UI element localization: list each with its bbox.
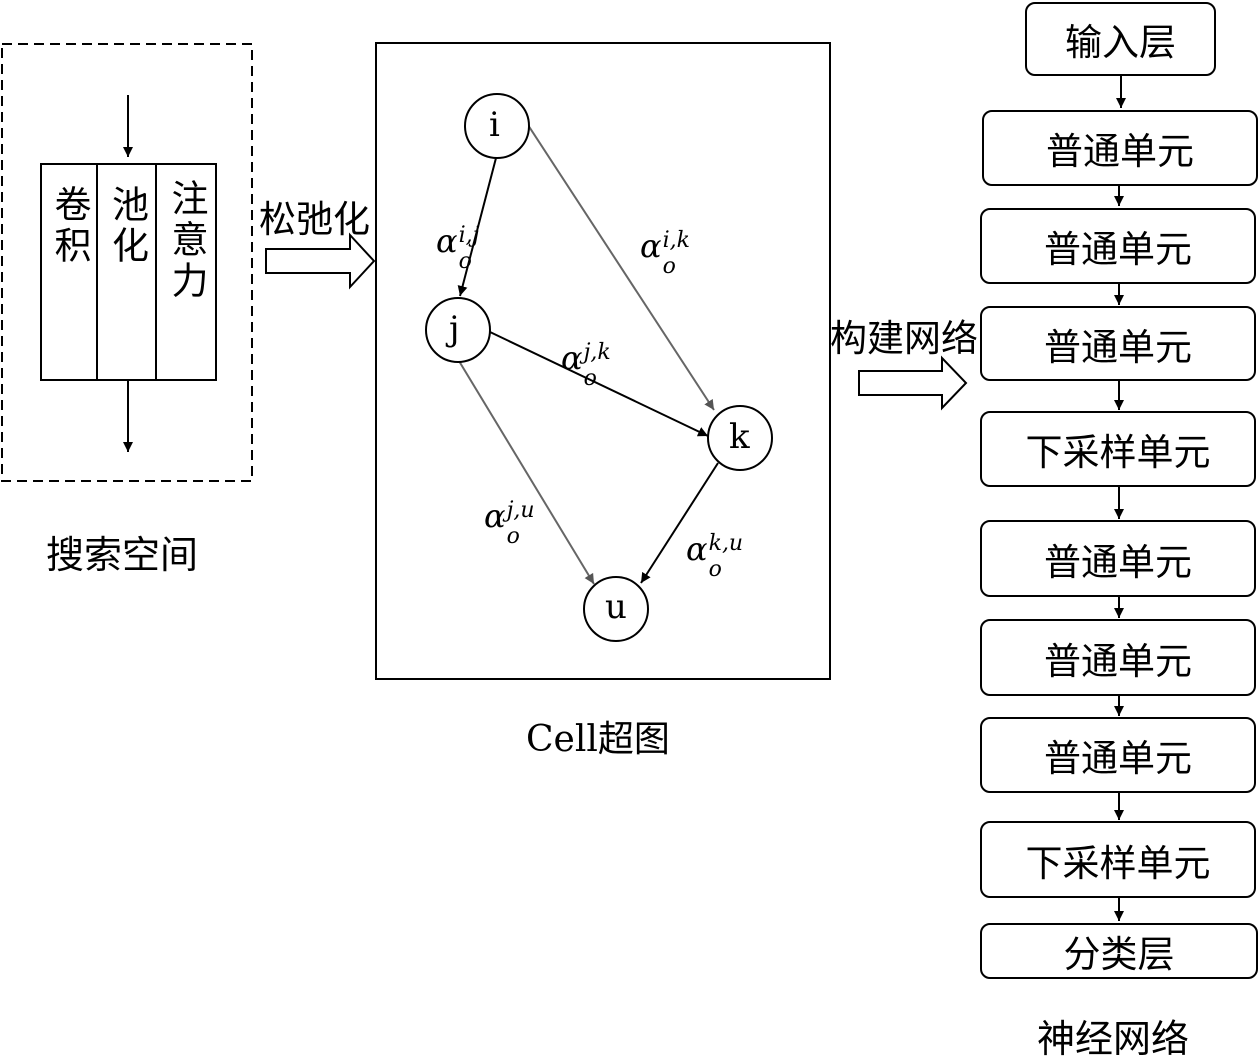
search-space-box: [1, 43, 253, 482]
edge-weight-k-u: α k,u o: [686, 530, 744, 582]
search-space-caption: 搜索空间: [46, 533, 199, 577]
op-label: 注意力: [165, 179, 208, 302]
node-i: [464, 93, 530, 159]
node-j: [425, 297, 491, 363]
layer-input: 输入层: [1025, 2, 1216, 76]
edge-weight-j-k: α j,k o: [561, 339, 611, 391]
op-attention: 注意力: [157, 163, 217, 381]
edge-i-j: [457, 157, 497, 297]
layer-classifier: 分类层: [980, 923, 1258, 979]
edge-i-k: [527, 124, 715, 411]
edge-j-u: [458, 360, 595, 585]
layer-normal-cell: 普通单元: [980, 306, 1256, 381]
node-k: [707, 405, 773, 471]
edge-weight-i-j: α i,j o: [436, 222, 480, 274]
edge-weight-j-u: α j,u o: [484, 497, 535, 549]
cell-box: [375, 42, 831, 680]
edge-j-k: [489, 331, 709, 437]
layer-normal-cell: 普通单元: [980, 520, 1256, 597]
layer-normal-cell: 普通单元: [980, 208, 1256, 284]
relax-arrow: [265, 232, 376, 290]
node-u: [583, 576, 649, 642]
op-label: 池化: [105, 185, 149, 267]
node-label-i: i: [489, 105, 500, 145]
network-caption: 神经网络: [1037, 1017, 1190, 1061]
node-label-u: u: [605, 587, 627, 627]
op-label: 卷积: [48, 185, 91, 267]
layer-downsample-cell: 下采样单元: [980, 821, 1256, 898]
relax-label: 松弛化: [259, 198, 370, 241]
edge-k-u: [640, 462, 719, 584]
op-convolution: 卷积: [40, 163, 98, 381]
layer-normal-cell: 普通单元: [982, 110, 1258, 186]
cell-caption: Cell超图: [526, 719, 670, 760]
edge-weight-i-k: α i,k o: [640, 227, 690, 279]
build-label: 构建网络: [830, 317, 978, 360]
op-pooling: 池化: [98, 163, 157, 381]
node-label-k: k: [729, 417, 750, 457]
layer-downsample-cell: 下采样单元: [980, 411, 1256, 487]
layer-normal-cell: 普通单元: [980, 619, 1256, 696]
layer-normal-cell: 普通单元: [980, 717, 1256, 793]
node-label-j: j: [449, 309, 460, 349]
build-arrow: [858, 355, 968, 411]
